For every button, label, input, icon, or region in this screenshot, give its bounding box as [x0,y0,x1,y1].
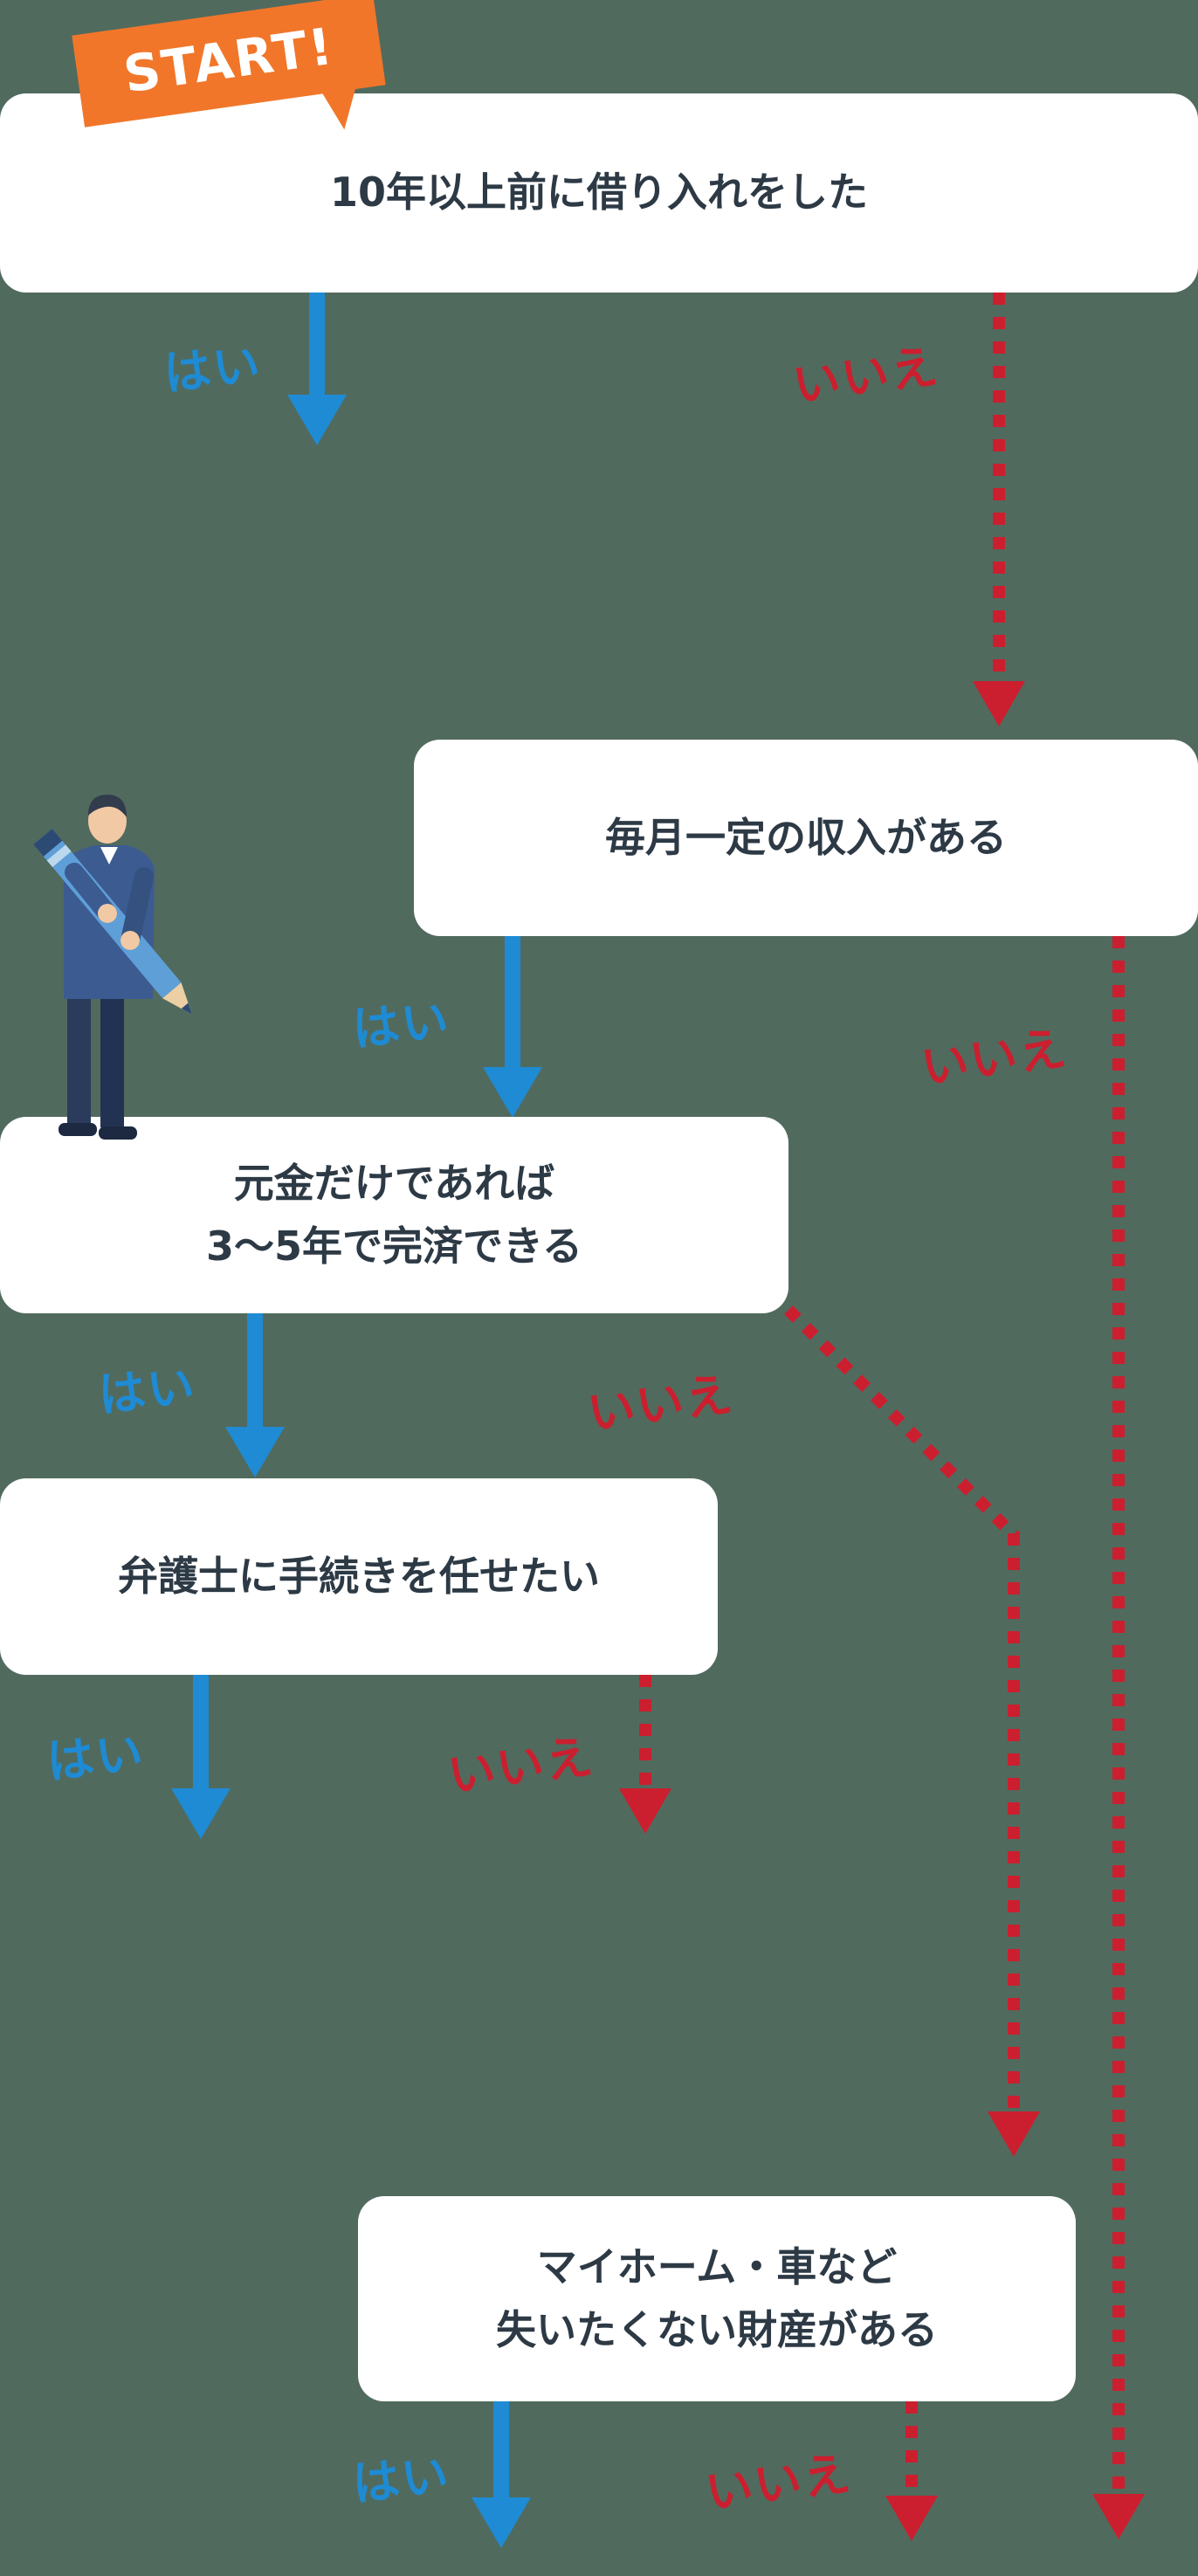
no-line-2 [1112,936,1125,2496]
node-assets-to-keep: マイホーム・車など 失いたくない財産がある [358,2196,1076,2401]
yes-arrow-1-shaft [309,293,325,397]
yes-arrow-2-shaft [505,936,520,1069]
businessman-with-pencil-illustration [33,795,192,1140]
no-label-2: いいえ [918,1020,1071,1096]
yes-arrow-1-head-icon [287,395,347,445]
node-text: 10年以上前に借り入れをした [329,169,868,217]
yes-arrow-2-head-icon [483,1067,542,1118]
no-line-2-head-icon [1092,2494,1145,2539]
yes-arrow-4-head-icon [171,1788,231,1839]
no-line-1-head-icon [973,681,1025,727]
node-text: 弁護士に手続きを任せたい [118,1552,600,1600]
yes-label-4: はい [44,1725,148,1790]
yes-arrow-5-shaft [493,2401,509,2499]
node-repay-3-5-years: 元金だけであれば 3〜5年で完済できる [0,1117,788,1313]
no-line-4 [639,1675,651,1788]
no-line-5-head-icon [885,2496,938,2541]
yes-arrow-5-head-icon [472,2497,531,2548]
no-label-3: いいえ [584,1366,738,1442]
yes-arrow-3-head-icon [225,1427,285,1477]
node-text-line2: 3〜5年で完済できる [205,1222,583,1270]
node-borrowed-10-years: 10年以上前に借り入れをした [0,93,1198,293]
no-line-3-diagonal [784,1305,1021,1542]
node-monthly-income: 毎月一定の収入がある [414,740,1198,936]
no-label-1: いいえ [789,338,943,414]
node-text: 毎月一定の収入がある [605,813,1007,861]
node-text-line1: 元金だけであれば [233,1160,555,1208]
no-line-4-head-icon [619,1788,671,1834]
start-banner-tail-icon [316,78,366,133]
no-line-1 [993,293,1005,683]
node-text-line1: マイホーム・車など [536,2243,898,2291]
yes-label-3: はい [95,1358,199,1423]
start-label: START! [120,16,338,105]
yes-label-2: はい [349,992,453,1057]
node-leave-to-lawyer: 弁護士に手続きを任せたい [0,1478,718,1675]
no-line-5 [905,2401,918,2496]
no-line-3-vertical [1008,1533,1020,2113]
yes-arrow-4-shaft [193,1675,209,1790]
no-line-3-head-icon [988,2111,1040,2157]
yes-label-5: はい [349,2447,453,2512]
yes-label-1: はい [161,336,265,402]
no-label-4: いいえ [444,1728,598,1804]
yes-arrow-3-shaft [247,1313,263,1429]
node-text-line2: 失いたくない財産がある [496,2305,938,2353]
no-label-5: いいえ [702,2445,856,2521]
